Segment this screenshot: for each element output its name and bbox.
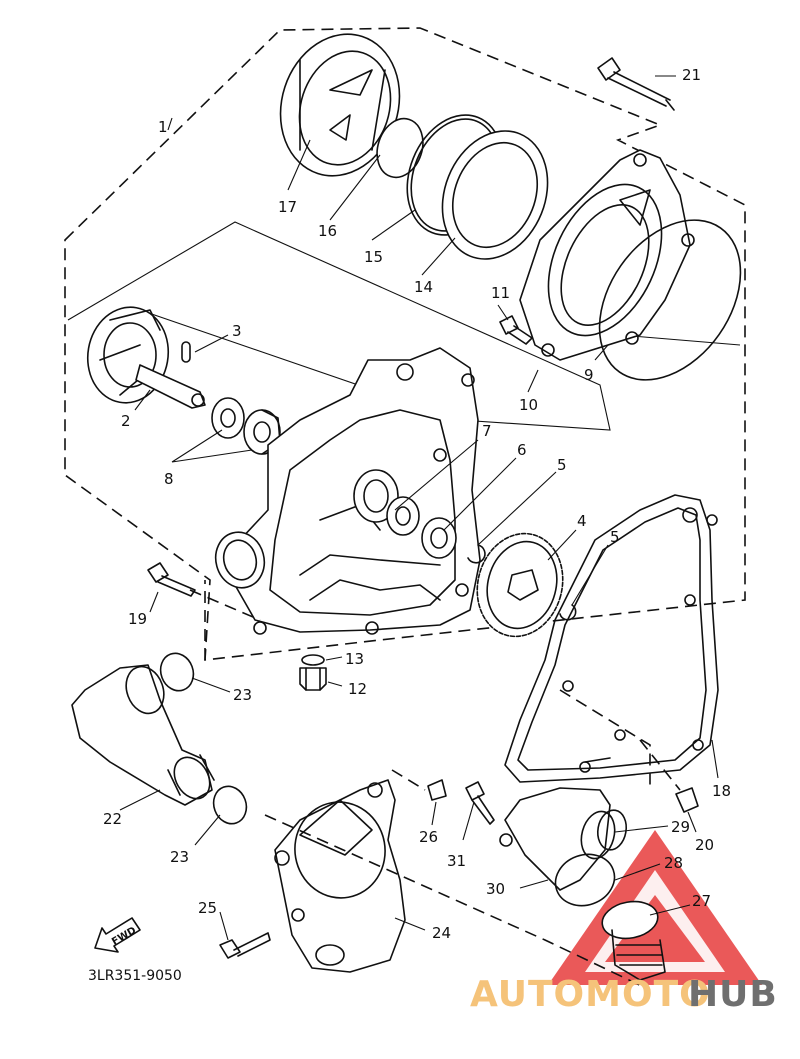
callout-11: 11: [491, 284, 510, 302]
callout-28: 28: [664, 854, 683, 872]
watermark-logo: AUTOMOTO HUB: [470, 974, 778, 1015]
alignment-lines: [189, 580, 681, 991]
callout-10: 10: [519, 396, 538, 414]
callout-15: 15: [364, 248, 383, 266]
o-ring-23b: [212, 785, 248, 825]
o-ring-28: [554, 853, 616, 907]
callout-23a: 23: [233, 686, 252, 704]
callout-31: 31: [447, 852, 466, 870]
gasket-18: [504, 494, 719, 783]
bolt-31: [465, 781, 495, 825]
drive-gear: [476, 532, 564, 638]
callout-labels: 1 2 3 4 5 5 6 7 8 9 10 11 12 13 14 15 16…: [103, 66, 731, 942]
callout-5b: 5: [610, 528, 620, 546]
bolt-25: [219, 932, 271, 959]
pump-housing: [519, 149, 695, 361]
callout-22: 22: [103, 810, 122, 828]
drain-bolt-12: [299, 654, 327, 691]
callout-24: 24: [432, 924, 451, 942]
dowel-20: [675, 787, 699, 813]
callout-18: 18: [712, 782, 731, 800]
bearing-8: [211, 397, 281, 455]
seal-ring-14: [441, 130, 549, 260]
thermostat-27: [601, 900, 666, 981]
callout-17: 17: [278, 198, 297, 216]
circlip-5a: [467, 544, 486, 564]
callout-26: 26: [419, 828, 438, 846]
callout-27: 27: [692, 892, 711, 910]
callout-2: 2: [121, 412, 131, 430]
bolt-21: [597, 57, 675, 111]
o-ring-9: [598, 219, 742, 381]
impeller-shaft: [86, 306, 206, 409]
callout-5a: 5: [557, 456, 567, 474]
callout-9: 9: [584, 366, 594, 384]
gasket-ring-29: [596, 809, 628, 851]
fwd-arrow: FWD: [94, 917, 141, 953]
callout-30: 30: [486, 880, 505, 898]
bush-26: [427, 779, 447, 801]
callout-23b: 23: [170, 848, 189, 866]
part-code: 3LR351-9050: [88, 968, 182, 984]
callout-4: 4: [577, 512, 587, 530]
watermark-text-automoto: AUTOMOTO: [470, 974, 711, 1015]
thermostat-housing: [274, 779, 406, 973]
o-ring-23a: [159, 652, 195, 692]
watermark-text-hub: HUB: [688, 974, 778, 1015]
callout-14: 14: [414, 278, 433, 296]
callout-12: 12: [348, 680, 367, 698]
callout-13: 13: [345, 650, 364, 668]
callout-19: 19: [128, 610, 147, 628]
callout-8: 8: [164, 470, 174, 488]
callout-20: 20: [695, 836, 714, 854]
assembly-boundary: [64, 27, 746, 661]
crankcase-cover: [214, 347, 481, 635]
pin-3: [181, 341, 191, 363]
callout-25: 25: [198, 899, 217, 917]
callout-29: 29: [671, 818, 690, 836]
elbow-pipe: [71, 664, 215, 806]
leader-lines: [119, 75, 719, 941]
callout-1: 1: [158, 118, 168, 136]
callout-7: 7: [482, 422, 492, 440]
callout-21: 21: [682, 66, 701, 84]
bolt-11: [499, 315, 533, 345]
thermostat-cover: [499, 787, 616, 891]
callout-6: 6: [517, 441, 527, 459]
callout-3: 3: [232, 322, 242, 340]
bolt-19: [147, 562, 196, 597]
callout-16: 16: [318, 222, 337, 240]
